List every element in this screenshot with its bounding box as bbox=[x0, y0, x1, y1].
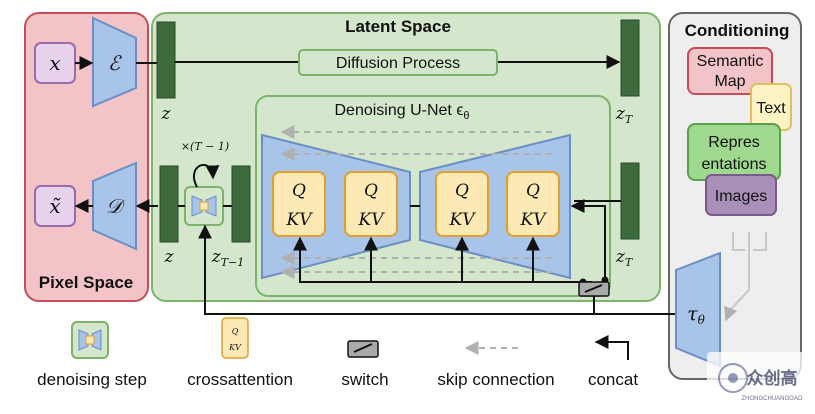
conditioning-label: Conditioning bbox=[685, 21, 790, 40]
repeat-label: ×(T − 1) bbox=[181, 140, 229, 153]
z-bottom-label: z bbox=[164, 247, 175, 267]
skip-connections bbox=[280, 125, 552, 279]
zT-bar-top bbox=[620, 19, 640, 97]
svg-text:KV: KV bbox=[449, 210, 477, 230]
svg-text:KV: KV bbox=[520, 210, 548, 230]
watermark-logo: 众创高 ZHONGCHUANGGAO bbox=[707, 352, 807, 408]
svg-text:concat: concat bbox=[588, 370, 638, 389]
attention-block-3: Q KV bbox=[435, 171, 489, 237]
svg-text:switch: switch bbox=[341, 370, 388, 389]
svg-text:Images: Images bbox=[715, 188, 767, 205]
svg-text:denoising step: denoising step bbox=[37, 370, 147, 389]
attention-block-4: Q KV bbox=[506, 171, 560, 237]
svg-text:crossattention: crossattention bbox=[187, 370, 293, 389]
attention-block-2: Q KV bbox=[344, 171, 398, 237]
svg-text:entations: entations bbox=[702, 156, 767, 173]
legend-switch: switch bbox=[341, 340, 389, 389]
unet-title: Denoising U-Net ϵθ bbox=[334, 102, 469, 122]
svg-text:KV: KV bbox=[286, 210, 314, 230]
tau-encoder-trapezoid: τθ bbox=[675, 251, 721, 368]
svg-text:Q: Q bbox=[455, 181, 469, 201]
svg-text:Q: Q bbox=[526, 181, 540, 201]
semantic-map-box: Semantic Map bbox=[687, 47, 773, 95]
svg-text:KV: KV bbox=[358, 210, 386, 230]
legend: denoising step Q KV crossattention switc… bbox=[37, 317, 638, 389]
legend-crossattention: Q KV crossattention bbox=[187, 317, 293, 389]
svg-text:Repres: Repres bbox=[708, 134, 760, 151]
z-bar-bottom bbox=[159, 165, 179, 243]
svg-text:KV: KV bbox=[228, 343, 242, 352]
svg-text:Semantic: Semantic bbox=[697, 53, 764, 70]
diffusion-process-box: Diffusion Process bbox=[298, 49, 498, 76]
denoising-step-box bbox=[184, 186, 224, 226]
images-box: Images bbox=[705, 174, 777, 216]
x-label: x bbox=[49, 51, 60, 75]
svg-text:Q: Q bbox=[292, 181, 306, 201]
encoder-trapezoid: ℰ bbox=[92, 16, 137, 108]
z-top-label: z bbox=[161, 104, 172, 124]
switch-diagram bbox=[578, 281, 610, 297]
svg-text:众创高: 众创高 bbox=[747, 368, 798, 388]
zT-top-label: zT bbox=[615, 104, 634, 126]
diffusion-process-label: Diffusion Process bbox=[336, 55, 460, 72]
decoder-trapezoid: 𝒟 bbox=[92, 161, 137, 251]
tau-label: τθ bbox=[687, 303, 706, 327]
z-bar-top bbox=[156, 21, 176, 99]
decoder-label: 𝒟 bbox=[106, 194, 126, 218]
zT-minus-1-label: zT−1 bbox=[211, 247, 245, 269]
svg-text:Q: Q bbox=[364, 181, 378, 201]
svg-text:skip connection: skip connection bbox=[437, 370, 554, 389]
legend-denoising-step: denoising step bbox=[37, 321, 147, 389]
encoder-label: ℰ bbox=[108, 51, 122, 75]
x-input-box: x bbox=[34, 42, 76, 84]
conditioning-funnel-lines bbox=[724, 232, 767, 322]
conditioning-to-step-line bbox=[198, 224, 676, 315]
zT-minus-1-bar bbox=[231, 165, 251, 243]
x-tilde-label: x̃ bbox=[49, 194, 61, 218]
legend-skip-connection: skip connection bbox=[437, 341, 555, 389]
pixel-space-label: Pixel Space bbox=[39, 273, 134, 292]
zT-bar-bottom bbox=[620, 162, 640, 240]
representations-box: Repres entations bbox=[687, 123, 781, 181]
attention-block-1: Q KV bbox=[272, 171, 326, 237]
x-tilde-output-box: x̃ bbox=[34, 185, 76, 227]
zT-bottom-label: zT bbox=[615, 247, 634, 269]
repeat-loop-arrow bbox=[193, 164, 220, 188]
svg-text:Text: Text bbox=[756, 100, 786, 117]
legend-concat: concat bbox=[588, 335, 638, 389]
latent-space-label: Latent Space bbox=[345, 17, 451, 36]
svg-text:Map: Map bbox=[714, 73, 745, 90]
svg-text:Q: Q bbox=[232, 327, 239, 336]
svg-text:ZHONGCHUANGGAO: ZHONGCHUANGGAO bbox=[741, 396, 802, 402]
